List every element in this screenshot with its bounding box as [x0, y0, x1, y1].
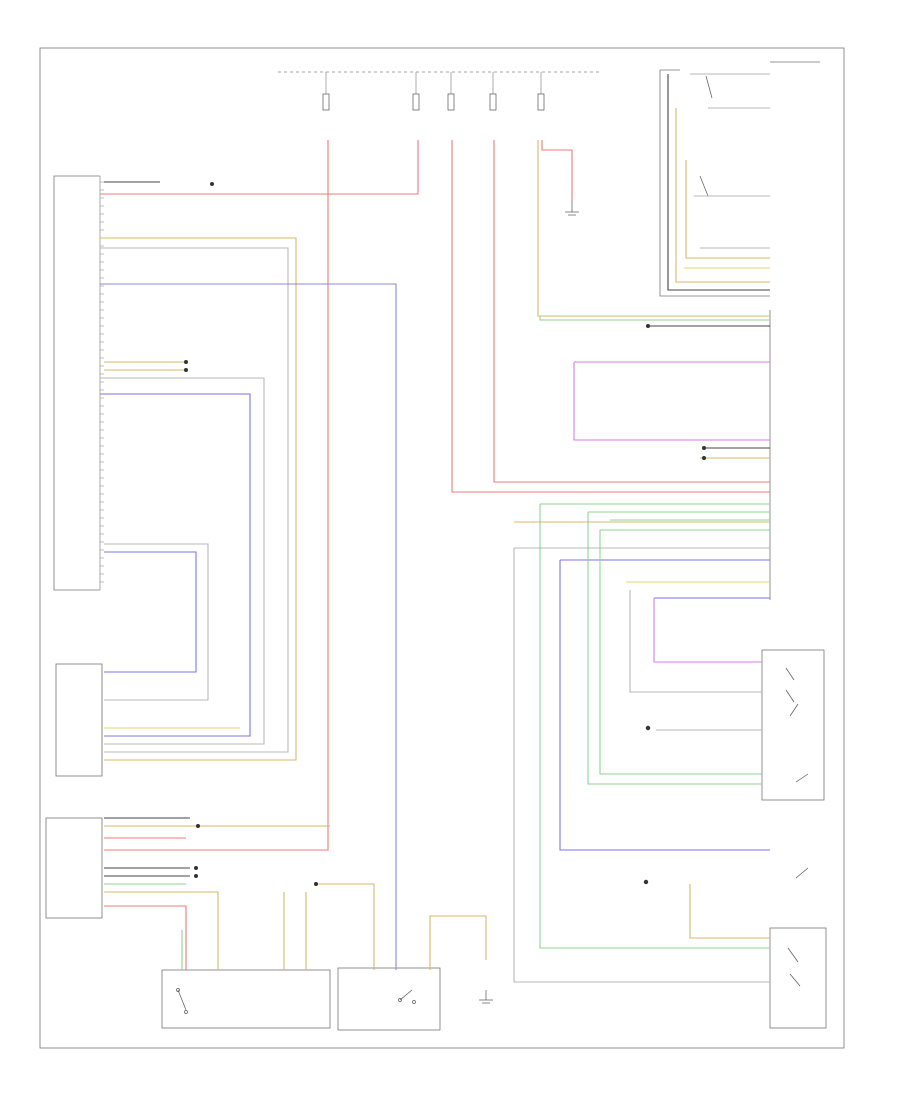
wire-red-4	[493, 140, 770, 483]
switch-icon	[785, 667, 809, 783]
wire-red-6	[541, 140, 573, 200]
pin-markers	[100, 181, 104, 583]
wire-red-1	[100, 140, 419, 195]
wire-tan-11	[689, 884, 770, 939]
wire-tan-7	[675, 108, 770, 283]
switch-icon	[398, 989, 416, 1004]
wire-tan-4	[104, 891, 219, 970]
wire-green-3	[539, 504, 770, 949]
wire-red-5	[104, 905, 187, 970]
wire-gray-1	[100, 247, 289, 753]
top-right-switch-assembly	[659, 61, 820, 297]
wire-tan-8	[685, 160, 770, 259]
left-control-module	[53, 175, 104, 591]
fuse-panel	[278, 71, 600, 111]
wire-gray-5	[513, 548, 770, 983]
wire-green-7	[599, 530, 762, 775]
wire-gray-6	[629, 590, 762, 693]
wire-gray-3	[104, 543, 209, 701]
wire-black-1	[667, 74, 770, 291]
switch-icon	[787, 867, 809, 987]
connector-dots	[184, 182, 706, 886]
left-connector-block	[45, 817, 103, 919]
wire-green-1	[539, 316, 770, 321]
wire-blue-3	[104, 551, 197, 673]
wire-tan-5	[314, 883, 375, 970]
wire-purple-2	[573, 362, 770, 441]
fuse-icon	[322, 93, 545, 111]
wire-blue-1	[100, 283, 397, 970]
wires	[100, 73, 770, 983]
bottom-right-switch-assembly	[769, 867, 827, 1029]
wire-blue-2	[100, 393, 251, 737]
right-switch-assembly	[761, 649, 825, 801]
wire-gray-2	[100, 377, 265, 745]
top-ground	[565, 200, 579, 216]
switch-icon	[699, 75, 713, 197]
wire-green-5	[587, 512, 762, 785]
bottom-center-switch	[337, 967, 441, 1031]
wire-tan-6	[429, 915, 487, 970]
wire-red-2	[104, 140, 329, 851]
bottom-ground	[479, 990, 493, 1004]
wire-purple-3	[653, 598, 762, 663]
wire-tan-2	[537, 140, 770, 317]
wire-red-3	[451, 140, 770, 493]
wire-tan-1	[100, 237, 297, 761]
left-lower-module	[55, 663, 103, 777]
switch-icon	[176, 988, 188, 1014]
right-ground	[643, 725, 651, 885]
bottom-left-switch-module	[161, 969, 331, 1029]
wire-blue-5	[559, 560, 770, 851]
diagram-frame	[39, 47, 845, 1049]
